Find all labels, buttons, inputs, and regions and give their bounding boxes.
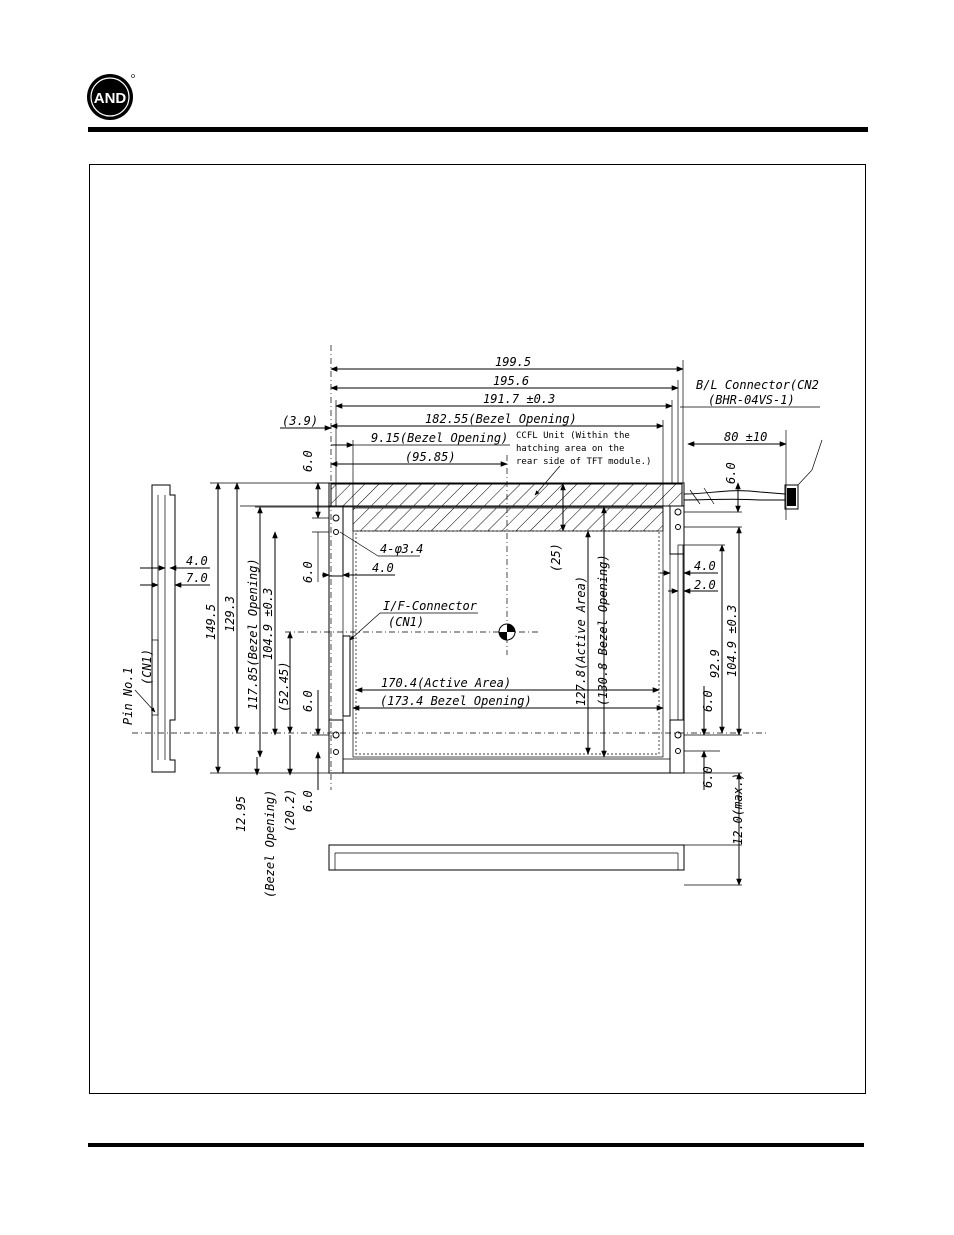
mount-hole (332, 731, 340, 739)
dim-mount: 191.7 ±0.3 (483, 392, 555, 406)
dim-6-0-a: 6.0 (301, 450, 315, 472)
header-rule (88, 127, 868, 132)
active-area (355, 530, 660, 755)
dim-4-0-left: 4.0 (372, 561, 394, 575)
right-dim-6-0-a: 6.0 (724, 462, 738, 484)
dim-center: (95.85) (405, 450, 456, 464)
horizontal-area-dimensions: 170.4(Active Area) (173.4 Bezel Opening) (352, 676, 664, 711)
drawing-frame (89, 164, 866, 1094)
top-dimensions: 199.5 195.6 191.7 ±0.3 182.55(Bezel Open… (280, 355, 684, 507)
if-connector-ref: (CN1) (388, 615, 424, 629)
module-outline (328, 482, 685, 774)
hole-spec: 4-φ3.4 (380, 542, 423, 556)
ccfl-note: CCFL Unit (Within the hatching area on t… (516, 431, 651, 496)
mount-hole (332, 514, 340, 522)
right-dim-92-9: 92.9 (708, 649, 722, 678)
right-dim-4-0: 4.0 (694, 559, 716, 573)
dim-12-95: 12.95 (234, 796, 248, 832)
mount-hole (674, 731, 682, 739)
cable-length: 80 ±10 (724, 430, 767, 444)
tab-left-bottom (328, 719, 344, 774)
dim-6-0-c: 6.0 (301, 690, 315, 712)
side-dim-7-0: 7.0 (186, 571, 208, 585)
dim-left-offset: (3.9) (282, 414, 318, 428)
dim-20-2: (20.2) (283, 789, 297, 832)
dim-170-4: 170.4(Active Area) (381, 676, 511, 690)
right-dimensions: 6.0 92.9 104.9 ±0.3 6.0 6.0 12.0(max.) 4… (660, 462, 745, 886)
mount-hole (675, 748, 681, 754)
dim-173-4: (173.4 Bezel Opening) (380, 694, 532, 708)
center-mark (498, 623, 516, 641)
dim-117-85: 117.85(Bezel Opening) (246, 558, 260, 710)
side-cn1: (CN1) (140, 649, 154, 685)
dim-104-9: 104.9 ±0.3 (261, 588, 275, 660)
logo-text: AND (94, 90, 127, 107)
pin-no-1: Pin No.1 (121, 667, 135, 725)
mount-hole (674, 508, 682, 516)
and-logo: AND (87, 74, 135, 120)
right-dim-2-0: 2.0 (694, 578, 716, 592)
if-connector-label: I/F-Connector (383, 599, 478, 613)
bl-connector: B/L Connector(CN2 (BHR-04VS-1) 80 ±10 (680, 378, 823, 520)
if-connector-callout: I/F-Connector (CN1) (349, 599, 478, 641)
mount-hole (333, 529, 339, 535)
dim-6-0-b: 6.0 (301, 561, 315, 583)
dim-149-5: 149.5 (204, 604, 218, 640)
hole-callout: 4-φ3.4 4.0 (322, 531, 423, 578)
tab-right-bottom (669, 719, 685, 774)
bottom-side-view (328, 844, 742, 886)
dim-outline: 195.6 (493, 374, 529, 388)
dim-130-8: (130.8 Bezel Opening) (596, 554, 610, 706)
ccfl-hatch-inner (352, 507, 664, 532)
ccfl-note-line: hatching area on the (516, 444, 624, 454)
dim-6-0-d: 6.0 (301, 790, 315, 812)
if-connector-body (342, 635, 351, 717)
bl-connector-part: (BHR-04VS-1) (708, 393, 795, 407)
dim-129-3: 129.3 (223, 596, 237, 632)
left-side-view: 4.0 7.0 Pin No.1 (CN1) (121, 484, 210, 773)
right-dim-max: 12.0(max.) (731, 773, 745, 845)
ccfl-note-line: CCFL Unit (Within the (516, 431, 630, 441)
dim-127-8: 127.8(Active Area) (574, 576, 588, 706)
right-dim-6-0-c: 6.0 (701, 766, 715, 788)
dim-overall: 199.5 (495, 355, 531, 369)
dim-25: (25) (549, 543, 563, 572)
ccfl-note-line: rear side of TFT module.) (516, 457, 651, 467)
right-dim-104-9: 104.9 ±0.3 (725, 605, 739, 677)
mount-hole (333, 749, 339, 755)
bezel-opening-note: (Bezel Opening) (263, 790, 277, 898)
right-dim-6-0-b: 6.0 (701, 690, 715, 712)
left-vertical-dimensions: 149.5 129.3 117.85(Bezel Opening) 104.9 … (204, 450, 353, 898)
dim-bezel-width: 182.55(Bezel Opening) (425, 412, 577, 426)
side-dim-4-0: 4.0 (186, 554, 208, 568)
dim-bezel-offset: 9.15(Bezel Opening) (371, 431, 508, 445)
tab-right-top (669, 505, 685, 555)
footer-rule (88, 1143, 864, 1147)
bl-plug (784, 484, 799, 510)
mount-hole (675, 524, 681, 530)
bl-connector-label: B/L Connector(CN2 (696, 378, 819, 392)
ccfl-hatch-top (330, 483, 683, 507)
inner-vertical-dimensions: (25) 127.8(Active Area) (130.8 Bezel Ope… (549, 483, 610, 758)
dim-52-45: (52.45) (277, 661, 291, 712)
